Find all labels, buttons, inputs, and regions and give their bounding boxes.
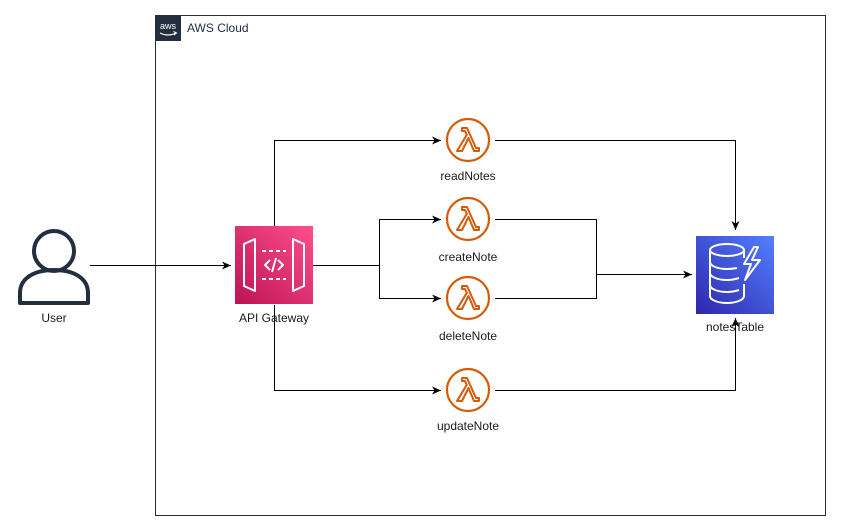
read-notes-label: readNotes xyxy=(440,169,496,183)
create-note-label: createNote xyxy=(438,250,498,264)
edge-create-delete-merge xyxy=(495,219,597,299)
notes-table-label: notesTable xyxy=(705,320,765,334)
delete-note-label: deleteNote xyxy=(438,329,498,343)
edge-api-gateway-to-delete-note xyxy=(379,265,441,303)
user-icon xyxy=(18,229,90,305)
edge-api-gateway-to-create-note xyxy=(313,215,441,266)
api-gateway-icon xyxy=(235,226,313,304)
api-gateway-label: API Gateway xyxy=(238,311,310,325)
user-label: User xyxy=(41,311,67,325)
edge-update-note-to-notes-table xyxy=(495,318,740,391)
aws-logo-icon: aws xyxy=(155,15,181,41)
lambda-icon xyxy=(445,275,491,321)
aws-cloud-label: AWS Cloud xyxy=(187,21,249,35)
lambda-icon xyxy=(445,367,491,413)
lambda-icon xyxy=(445,196,491,242)
update-note-label: updateNote xyxy=(436,419,500,433)
edge-read-notes-to-notes-table xyxy=(495,140,740,230)
edge-api-gateway-to-read-notes xyxy=(274,136,441,226)
lambda-icon xyxy=(445,117,491,163)
svg-text:aws: aws xyxy=(160,21,177,31)
connectors xyxy=(90,136,740,395)
dynamodb-icon xyxy=(696,236,774,314)
edge-api-gateway-to-update-note xyxy=(274,305,441,395)
